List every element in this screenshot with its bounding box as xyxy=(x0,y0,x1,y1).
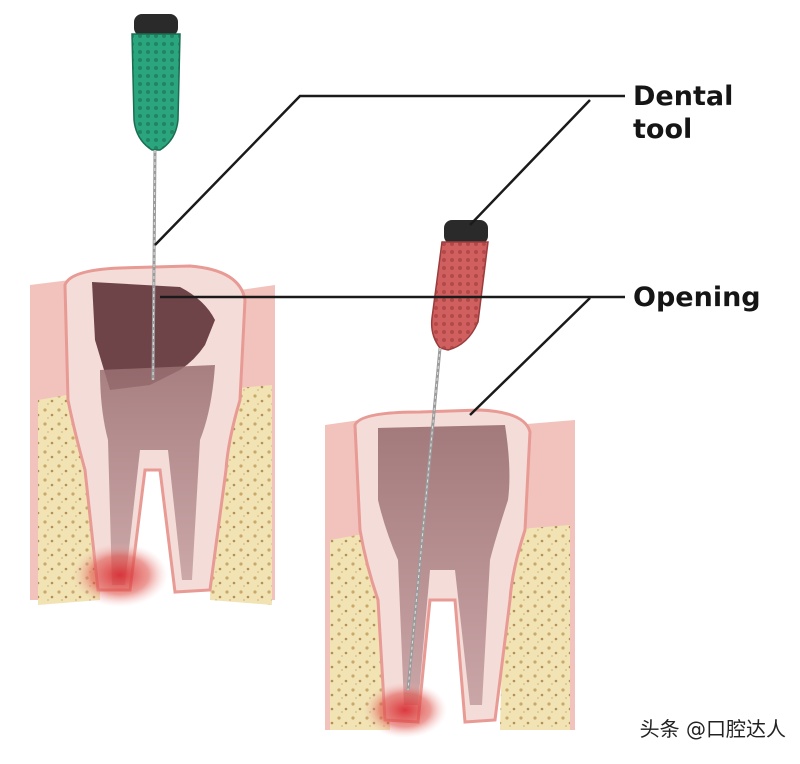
right-bone-right xyxy=(500,525,570,730)
left-infection xyxy=(72,543,168,607)
watermark: 头条 @口腔达人 xyxy=(639,717,786,741)
label-opening: Opening xyxy=(633,282,761,313)
left-pulp xyxy=(100,365,215,585)
right-infection xyxy=(363,682,447,738)
left-tooth xyxy=(30,14,275,607)
label-dental-tool: Dental tool xyxy=(633,81,734,145)
right-opened-pulp xyxy=(378,425,510,705)
right-tooth xyxy=(325,220,575,738)
leader-lines xyxy=(154,94,625,416)
file-tool-green-icon xyxy=(131,14,181,381)
leader-tool-right xyxy=(469,99,591,226)
leader-tool-left xyxy=(154,94,625,246)
leader-opening-right xyxy=(469,297,591,416)
